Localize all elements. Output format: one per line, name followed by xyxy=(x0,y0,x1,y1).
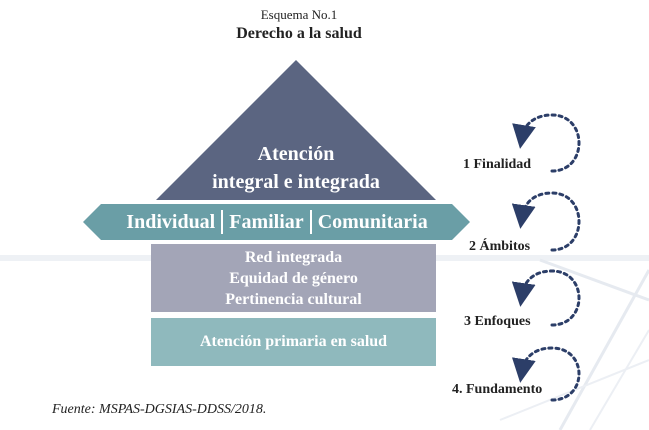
step-label-fundamento: 4. Fundamento xyxy=(452,382,543,397)
step-label-finalidad: 1 Finalidad xyxy=(463,157,532,172)
pyramid-line-2: integral e integrada xyxy=(212,171,380,193)
step-label-ambitos: 2 Ámbitos xyxy=(469,239,531,254)
cycle-arrows xyxy=(511,113,581,402)
pyramid-label: Atención integral e integrada xyxy=(156,140,436,196)
source-note: Fuente: MSPAS-DGSIAS-DDSS/2018. xyxy=(52,402,267,417)
diagram-subtitle: Esquema No.1 xyxy=(260,7,338,22)
band-item-individual: Individual xyxy=(126,210,216,233)
approach-line-3: Pertinencia cultural xyxy=(225,290,362,308)
pyramid-line-1: Atención xyxy=(257,143,335,165)
approaches-block: Red integrada Equidad de género Pertinen… xyxy=(151,244,436,312)
step-label-enfoques: 3 Enfoques xyxy=(464,314,531,329)
foundation-block: Atención primaria en salud xyxy=(151,318,436,366)
diagram-title: Derecho a la salud xyxy=(236,25,362,42)
band-item-comunitaria: Comunitaria xyxy=(317,210,428,233)
scope-band-labels: Individual Familiar Comunitaria xyxy=(102,204,452,240)
scope-band xyxy=(83,204,470,240)
band-item-familiar: Familiar xyxy=(229,210,304,233)
approach-line-1: Red integrada xyxy=(244,248,343,266)
pyramid-shape xyxy=(156,60,436,200)
band-separator xyxy=(309,210,312,234)
band-separator xyxy=(221,210,224,234)
approach-line-2: Equidad de género xyxy=(229,269,358,287)
foundation-label: Atención primaria en salud xyxy=(199,333,388,350)
